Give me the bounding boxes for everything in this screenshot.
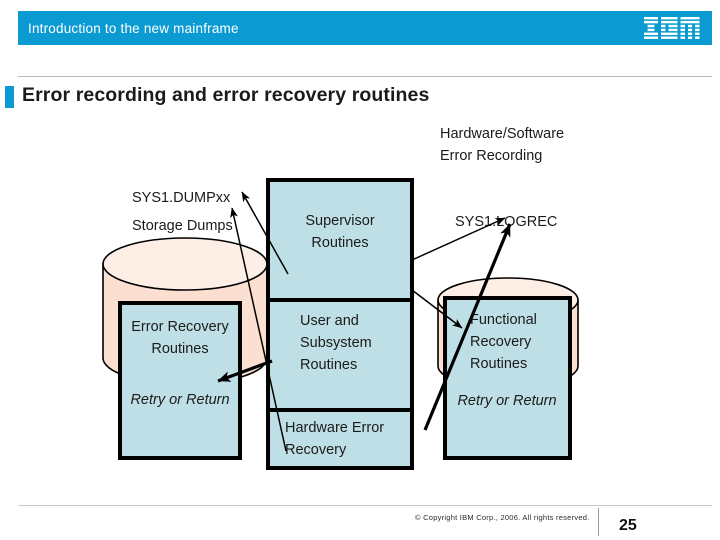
header-title: Introduction to the new mainframe bbox=[28, 20, 239, 36]
arrow-user-subsystem-to-error-recovery bbox=[217, 359, 273, 383]
cylinder-dumpxx-line1: SYS1.DUMPxx bbox=[132, 190, 231, 206]
arrow-supervisor-to-functional bbox=[411, 289, 463, 329]
arrow-supervisor-to-dumpxx bbox=[241, 191, 289, 275]
box-user-subsystem-routines: User and Subsystem Routines bbox=[266, 298, 414, 412]
error-recovery-diagram: SYS1.DUMPxx Storage Dumps Hardware/Softw… bbox=[0, 118, 720, 488]
box-hardware-error-recovery: Hardware Error Recovery bbox=[266, 408, 414, 470]
box-supervisor-routines: Supervisor Routines bbox=[266, 178, 414, 302]
slide-header-bar: Introduction to the new mainframe bbox=[18, 11, 712, 45]
diagram-canvas: SYS1.DUMPxx Storage Dumps Hardware/Softw… bbox=[102, 126, 579, 470]
title-bullet-marker bbox=[5, 86, 14, 108]
ibm-logo-icon bbox=[644, 17, 712, 39]
error-recovery-italic: Retry or Return bbox=[130, 392, 229, 408]
title-divider bbox=[18, 76, 712, 77]
functional-line-3: Routines bbox=[470, 356, 527, 372]
error-recovery-line-1: Error Recovery bbox=[131, 319, 229, 335]
user-subsystem-line-1: User and bbox=[300, 313, 359, 329]
footer-divider-rule bbox=[18, 505, 712, 506]
cylinder-dumpxx-line2: Storage Dumps bbox=[132, 218, 233, 234]
supervisor-line-2: Routines bbox=[311, 235, 368, 251]
arrow-user-subsystem-to-dumpxx bbox=[230, 207, 287, 452]
functional-italic: Retry or Return bbox=[457, 393, 556, 409]
arrow-supervisor-to-logrec bbox=[411, 217, 506, 261]
supervisor-line-1: Supervisor bbox=[305, 213, 374, 229]
hardware-error-line-2: Recovery bbox=[285, 442, 347, 458]
hardware-error-line-1: Hardware Error bbox=[285, 420, 384, 436]
cylinder-logrec-line1: SYS1.LOGREC bbox=[455, 214, 557, 230]
footer-vertical-divider bbox=[598, 508, 599, 536]
user-subsystem-line-2: Subsystem bbox=[300, 335, 372, 351]
user-subsystem-line-3: Routines bbox=[300, 357, 357, 373]
arrow-hardware-error-to-logrec bbox=[423, 223, 512, 431]
logrec-caption-line2: Error Recording bbox=[440, 148, 542, 164]
page-number: 25 bbox=[619, 517, 637, 534]
box-functional-recovery-routines: Functional Recovery Routines Retry or Re… bbox=[443, 296, 572, 460]
functional-line-2: Recovery bbox=[470, 334, 532, 350]
copyright-text: © Copyright IBM Corp., 2006. All rights … bbox=[415, 513, 590, 522]
page-title: Error recording and error recovery routi… bbox=[22, 84, 430, 106]
functional-line-1: Functional bbox=[470, 312, 537, 328]
error-recovery-line-2: Routines bbox=[151, 341, 208, 357]
logrec-caption-line1: Hardware/Software bbox=[440, 126, 564, 142]
